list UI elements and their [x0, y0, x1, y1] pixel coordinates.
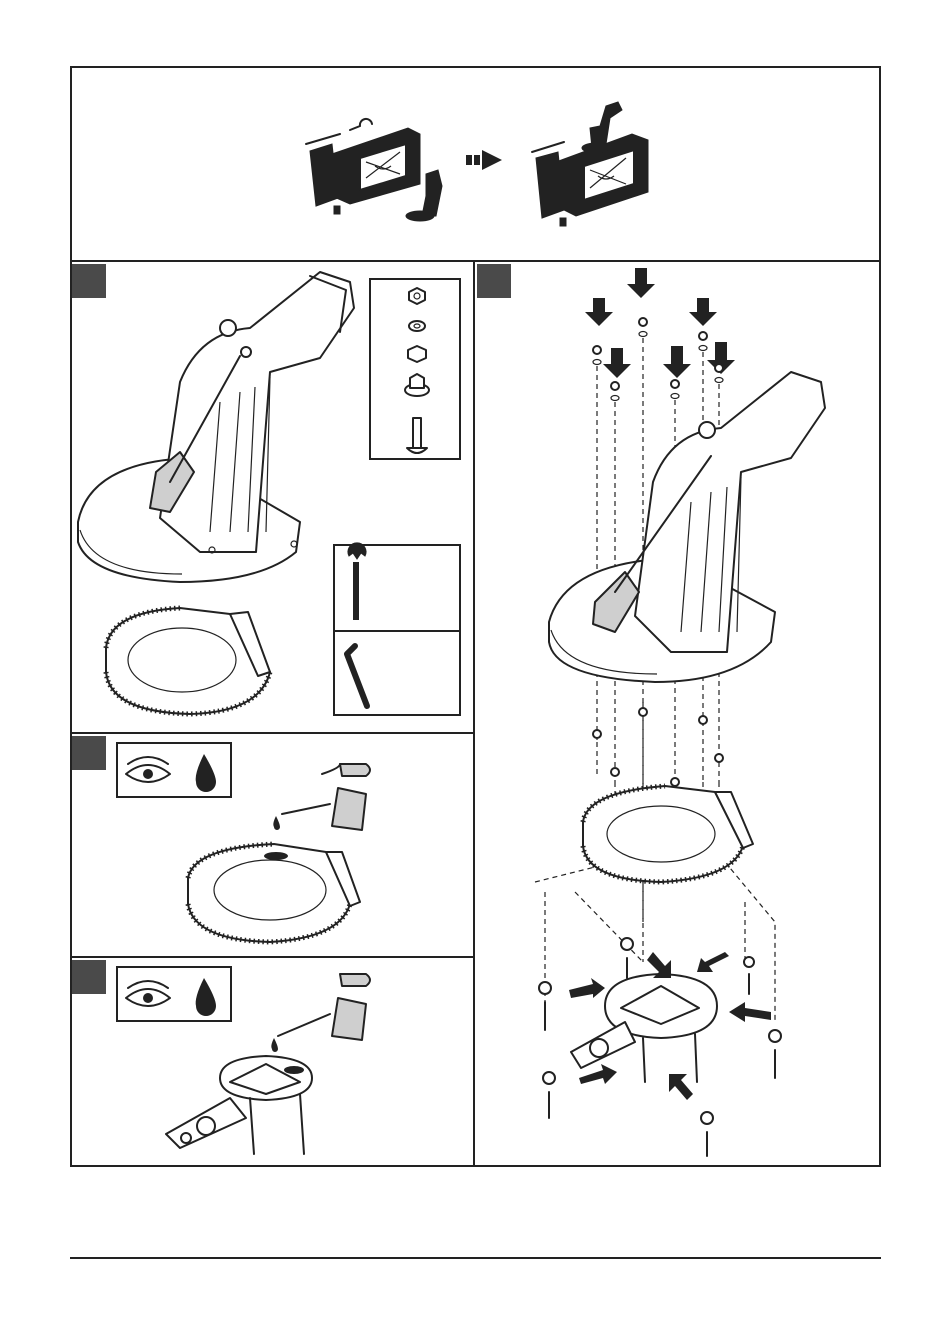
- footer-rule: [70, 1257, 881, 1259]
- step-2-panel: [70, 734, 475, 958]
- lock-nut-icon: [408, 346, 426, 362]
- hardware-parts: [371, 280, 463, 462]
- step-4-panel: [475, 262, 881, 1167]
- step-2-illustration: [70, 734, 475, 958]
- hex-key-icon: [347, 646, 367, 706]
- blower-housing-before: [306, 119, 420, 214]
- step-1-panel: [70, 262, 475, 734]
- chute-body: [635, 372, 825, 652]
- exploded-assembly: [475, 262, 881, 1167]
- arrow-right-icon: [466, 150, 502, 170]
- chute-base-ring: [166, 1056, 312, 1154]
- oil-can-icon: [282, 764, 370, 830]
- mid-fasteners: [593, 708, 723, 786]
- press-arrows: [585, 268, 735, 378]
- bolt-icon: [407, 418, 427, 453]
- chute-body: [160, 272, 354, 552]
- tools-box: [333, 544, 461, 716]
- nut-icon: [409, 288, 425, 304]
- tools: [335, 546, 463, 718]
- ring-gear: [188, 844, 360, 942]
- overview-panel: [70, 66, 881, 262]
- washer-icon: [409, 321, 425, 331]
- ring-gear: [106, 608, 270, 714]
- wrench-icon: [348, 543, 366, 620]
- hardware-box: [369, 278, 461, 460]
- oil-can-icon: [278, 974, 370, 1040]
- step-3-illustration: [70, 958, 475, 1167]
- ring-gear: [583, 786, 753, 882]
- blower-housing-after: [532, 102, 648, 226]
- step-3-panel: [70, 958, 475, 1167]
- overview-illustration: [70, 66, 881, 262]
